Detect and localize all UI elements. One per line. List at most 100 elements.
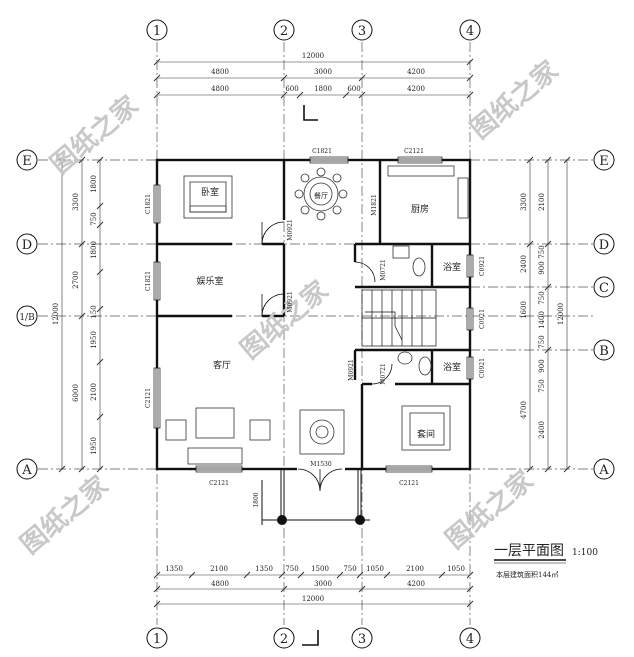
porch-column-right: [355, 515, 365, 525]
svg-text:C2121: C2121: [209, 480, 229, 487]
svg-text:C2121: C2121: [145, 388, 152, 408]
bed-bedroom: [183, 175, 233, 219]
svg-text:600: 600: [347, 85, 360, 93]
svg-text:12000: 12000: [52, 303, 60, 325]
svg-text:750: 750: [538, 335, 546, 348]
title-main: 一层平面图: [494, 543, 564, 559]
svg-text:2100: 2100: [406, 565, 424, 573]
svg-text:2700: 2700: [72, 271, 80, 289]
svg-text:900: 900: [538, 359, 546, 372]
svg-text:1350: 1350: [255, 565, 273, 573]
title-subtitle: 本层建筑面积144㎡: [496, 570, 558, 579]
svg-text:150: 150: [90, 305, 98, 318]
svg-text:2100: 2100: [538, 193, 546, 211]
svg-text:M0721: M0721: [380, 363, 387, 384]
axis-right-d: D: [599, 238, 609, 253]
svg-text:750: 750: [538, 291, 546, 304]
svg-text:2400: 2400: [520, 255, 528, 273]
svg-text:1800: 1800: [90, 241, 98, 259]
room-kitchen: 厨房: [411, 203, 429, 215]
svg-text:M0921: M0921: [287, 291, 294, 312]
doors: [261, 221, 393, 492]
svg-text:C2121: C2121: [399, 480, 419, 487]
svg-text:4800: 4800: [211, 580, 229, 588]
svg-text:4200: 4200: [407, 580, 425, 588]
svg-text:1600: 1600: [520, 301, 528, 319]
title-scale: 1:100: [572, 548, 598, 558]
dimension-ticks: [58, 58, 571, 608]
dimension-texts: 12000 4800 3000 4200 4800 600 1800 600 4…: [165, 52, 465, 603]
svg-text:C1821: C1821: [312, 148, 332, 155]
svg-text:750: 750: [538, 379, 546, 392]
svg-text:1050: 1050: [366, 565, 384, 573]
room-bath-bottom: 浴室: [443, 361, 461, 373]
title-block: 一层平面图 1:100 本层建筑面积144㎡: [494, 543, 598, 579]
svg-text:12000: 12000: [557, 303, 565, 325]
axis-labels: 1 2 3 4 1 2 3 4 E D 1/B A E D C B A: [19, 24, 609, 647]
dimension-texts-vertical: 12000 3300 2700 6000 1800 750 1800 150 1…: [52, 175, 565, 455]
axis-bottom-4: 4: [466, 632, 474, 647]
svg-text:1400: 1400: [538, 311, 546, 329]
svg-text:750: 750: [285, 565, 298, 573]
axis-left-e: E: [22, 154, 32, 169]
room-labels: 卧室 餐厅 厨房 娱乐室 浴室 客厅 浴室 套间: [196, 186, 461, 440]
svg-text:M1821: M1821: [371, 194, 378, 215]
svg-text:C1821: C1821: [145, 271, 152, 291]
svg-text:3300: 3300: [520, 193, 528, 211]
svg-text:C1821: C1821: [145, 194, 152, 214]
porch-column-left: [277, 515, 287, 525]
svg-text:M1530: M1530: [310, 461, 332, 468]
axis-top-1: 1: [153, 24, 161, 39]
porch: [261, 470, 370, 525]
axis-bottom-2: 2: [280, 632, 288, 647]
svg-text:1500: 1500: [311, 565, 329, 573]
axis-bubbles: [16, 19, 615, 649]
axis-bottom-3: 3: [358, 632, 366, 647]
room-bath-top: 浴室: [443, 261, 461, 273]
svg-text:C2121: C2121: [404, 148, 424, 155]
svg-text:4700: 4700: [520, 401, 528, 419]
svg-text:3300: 3300: [72, 193, 80, 211]
svg-text:1950: 1950: [90, 331, 98, 349]
windows: [153, 156, 474, 473]
svg-text:900: 900: [538, 261, 546, 274]
svg-text:6000: 6000: [72, 384, 80, 402]
axis-right-b: B: [599, 344, 609, 359]
axis-left-1b: 1/B: [19, 313, 35, 323]
svg-text:3000: 3000: [314, 68, 332, 76]
axis-top-2: 2: [280, 24, 288, 39]
svg-text:M0721: M0721: [380, 259, 387, 280]
room-suite: 套间: [417, 428, 435, 440]
svg-text:C0921: C0921: [479, 256, 486, 276]
watermark-5: 图纸之家: [440, 465, 540, 556]
svg-text:3000: 3000: [314, 580, 332, 588]
axis-bottom-1: 1: [153, 632, 161, 647]
section-marks: [302, 105, 319, 646]
watermark-2: 图纸之家: [465, 55, 565, 146]
svg-text:1800: 1800: [314, 85, 332, 93]
room-bedroom: 卧室: [201, 186, 219, 198]
svg-text:C0921: C0921: [479, 358, 486, 378]
svg-text:4800: 4800: [211, 68, 229, 76]
svg-text:1350: 1350: [165, 565, 183, 573]
furniture: [165, 165, 469, 465]
axis-right-c: C: [599, 281, 609, 296]
axis-top-3: 3: [358, 24, 366, 39]
svg-text:1050: 1050: [447, 565, 465, 573]
axis-top-4: 4: [466, 24, 474, 39]
axis-right-e: E: [599, 154, 609, 169]
watermark-1: 图纸之家: [45, 90, 145, 181]
svg-text:1950: 1950: [90, 437, 98, 455]
svg-text:750: 750: [538, 245, 546, 258]
room-living: 客厅: [213, 359, 231, 371]
svg-text:M0921: M0921: [348, 359, 355, 380]
opening-labels: C1821 C2121 C1821 C1821 C2121 M0921 M092…: [145, 148, 486, 508]
axis-right-a: A: [598, 463, 609, 478]
staircase: [361, 289, 437, 347]
svg-text:2400: 2400: [538, 421, 546, 439]
svg-text:2100: 2100: [90, 383, 98, 401]
svg-text:M0921: M0921: [287, 219, 294, 240]
svg-text:600: 600: [285, 85, 298, 93]
svg-text:12000: 12000: [302, 52, 324, 60]
